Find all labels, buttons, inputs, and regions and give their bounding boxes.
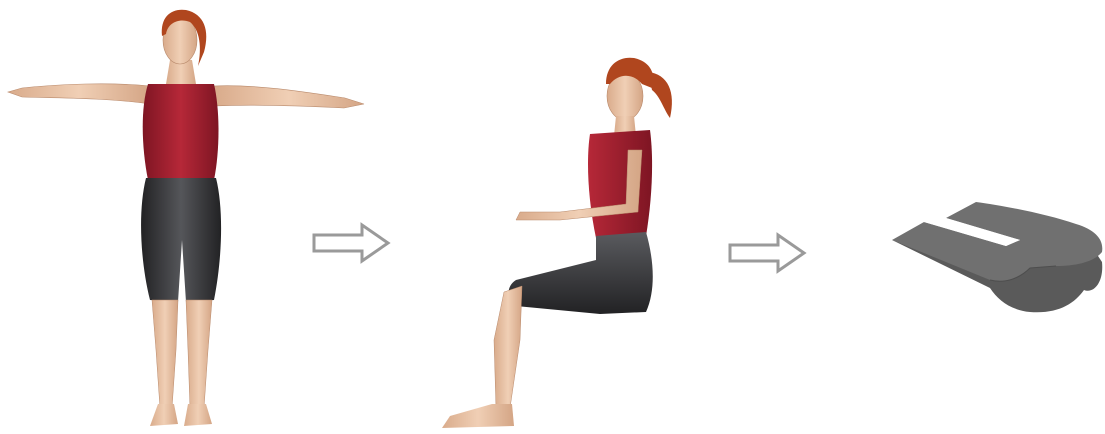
hollow-right-arrow-icon bbox=[728, 232, 808, 274]
hollow-right-arrow-icon bbox=[312, 222, 392, 264]
seated-figure-icon bbox=[420, 0, 690, 434]
seat-cushion-shape-icon bbox=[880, 0, 1105, 434]
transition-arrow-1 bbox=[312, 222, 392, 264]
standing-t-pose-figure-icon bbox=[0, 0, 380, 434]
seat-cushion-panel bbox=[880, 0, 1105, 434]
seated-figure-panel bbox=[420, 0, 690, 434]
transition-arrow-2 bbox=[728, 232, 808, 274]
standing-figure-panel bbox=[0, 0, 380, 434]
